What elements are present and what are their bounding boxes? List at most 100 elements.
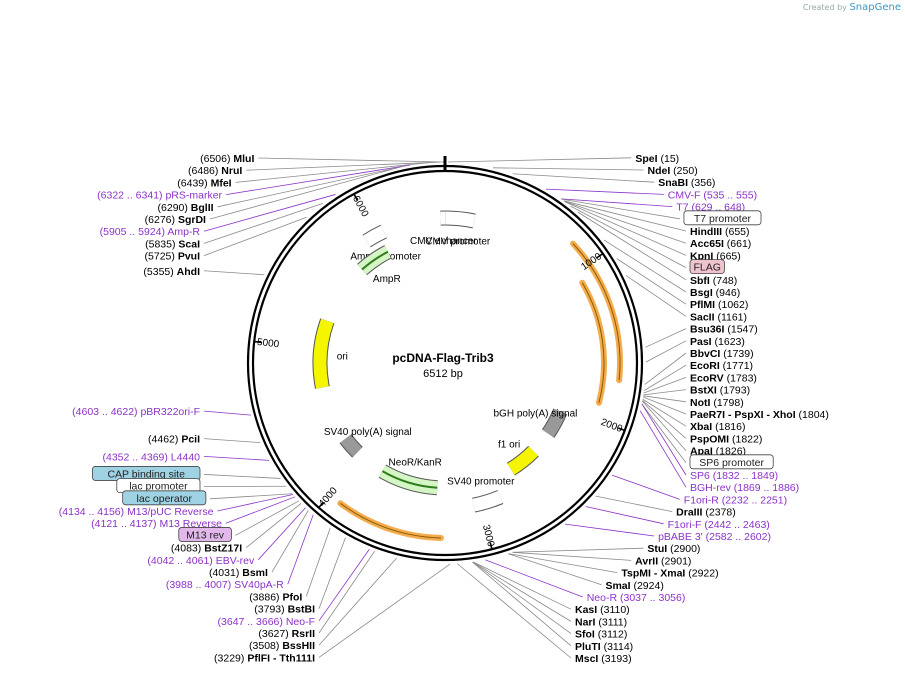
leader-line [493,167,644,171]
label-text: (5905 .. 5924) Amp-R [100,226,201,238]
label-part: MscI [575,653,598,665]
label-nrui: (6486) NruI [188,165,242,177]
label-part: (1822) [729,433,762,445]
leader-line [225,164,411,195]
label-part: (3111) [595,616,627,628]
label-bsmi: (4031) BsmI [209,567,268,579]
label-part: (2900) [667,543,700,555]
label-msci: MscI (3193) [575,653,632,665]
label-part: KasI [575,604,597,616]
box-lac-operator [122,490,207,506]
label-part: (4031) [209,567,242,579]
label-part: (2442 .. 2463) [701,519,769,531]
leader-line [257,507,306,561]
label-part: (3627) [258,628,291,640]
label-l4440: (4352 .. 4369) L4440 [103,451,201,463]
label-text: (3793) BstBI [254,604,315,616]
label-f1ori-f: F1ori-F (2442 .. 2463) [668,519,770,531]
label-part: NdeI [648,165,671,177]
label-part: (4083) [171,543,204,555]
label-ndei: NdeI (250) [648,165,698,177]
label-part: (15) [658,153,680,165]
label-noti: NotI (1798) [690,397,744,409]
tick-label: 5000 [256,337,280,350]
label-part: EBV-rev [216,555,255,567]
label-f1ori-r: F1ori-R (2232 .. 2251) [684,494,787,506]
label-part: (6322 .. 6341) [97,190,165,202]
label-text: StuI (2900) [647,543,700,555]
leader-line [616,258,687,305]
label-part: NruI [221,165,242,177]
feature-cmv-promoter [445,211,476,228]
label-part: DraIII [676,507,702,519]
leader-line [512,551,632,561]
label-m13-reverse: (4121 .. 4137) M13 Reverse [91,518,222,530]
label-part: BstXI [690,385,717,397]
label-pluti: PluTI (3114) [575,641,633,653]
leader-line [235,162,431,183]
label-part: BssHII [282,640,315,652]
plasmid-name: pcDNA-Flag-Trib3 [392,351,494,365]
leader-line [561,198,680,220]
label-part: (6439) [177,177,210,189]
plasmid-size: 6512 bp [423,368,463,380]
label-part: (2582 .. 2602) [703,531,771,543]
label-text: DraIII (2378) [676,507,736,519]
label-part: NotI [690,397,710,409]
label-text: TspMI - XmaI (2922) [621,568,718,580]
leader-line [545,188,664,195]
label-part: (1816) [712,421,745,433]
leader-line [456,563,572,659]
label-text: SP6 (1832 .. 1849) [690,470,778,482]
feature-label-cmv-enhancer: CMV enhancer [410,236,477,247]
leader-line [512,173,655,183]
leader-line [563,200,687,232]
feature-label-ampr: AmpR [373,274,401,285]
leader-line [611,474,680,500]
label-part: PfoI [282,591,302,603]
label-text: NarI (3111) [575,616,627,628]
feature-sv40-poly-a-signal [340,434,363,457]
box-text: lac operator [137,493,193,505]
label-scai: (5835) ScaI [145,238,200,250]
feature-label-bgh-poly-a-signal: bGH poly(A) signal [493,408,577,419]
leader-line [203,438,261,443]
tick-mark [489,542,493,550]
label-m13-rev: M13 rev [178,527,232,542]
label-part: StuI [647,543,667,555]
feature-label-f1-ori: f1 ori [498,440,520,451]
label-part: (3886) [249,591,282,603]
orange-region-core [572,243,621,381]
label-text: (3647 .. 3666) Neo-F [218,616,315,628]
leader-line [570,205,687,268]
label-text: PspOMI (1822) [690,433,762,445]
label-prs-marker: (6322 .. 6341) pRS-marker [97,190,222,202]
leader-line [565,201,687,256]
label-text: F1ori-R (2232 .. 2251) [684,494,787,506]
label-part: (1161) [715,311,748,323]
label-text: Neo-R (3037 .. 3056) [587,592,686,604]
label-part: BstBI [288,604,316,616]
label-bglii: (6290) BglII [158,202,214,214]
label-xbai: XbaI (1816) [690,421,745,433]
label-text: Acc65I (661) [690,238,751,250]
leader-line [642,400,687,439]
label-part: (661) [724,238,751,250]
label-kasi: KasI (3110) [575,604,630,616]
label-part: EcoRI [690,360,720,372]
label-part: (6290) [158,202,191,214]
label-part: pBABE 3' [658,531,703,543]
tick-label: 6000 [350,194,370,219]
label-text: BGH-rev (1869 .. 1886) [690,482,799,494]
label-part: SbfI [690,275,710,287]
feature-label-ori: ori [337,351,348,362]
label-text: PaeR7I - PspXI - XhoI (1804) [690,409,829,421]
feature-sv40-promoter [472,490,503,512]
label-part: (4121 .. 4137) [91,518,159,530]
leader-line [625,275,687,317]
leader-line [246,161,440,171]
leader-line [318,563,451,658]
label-part: (655) [722,226,749,238]
leader-line [318,537,346,609]
label-flag: FLAG [689,259,725,275]
